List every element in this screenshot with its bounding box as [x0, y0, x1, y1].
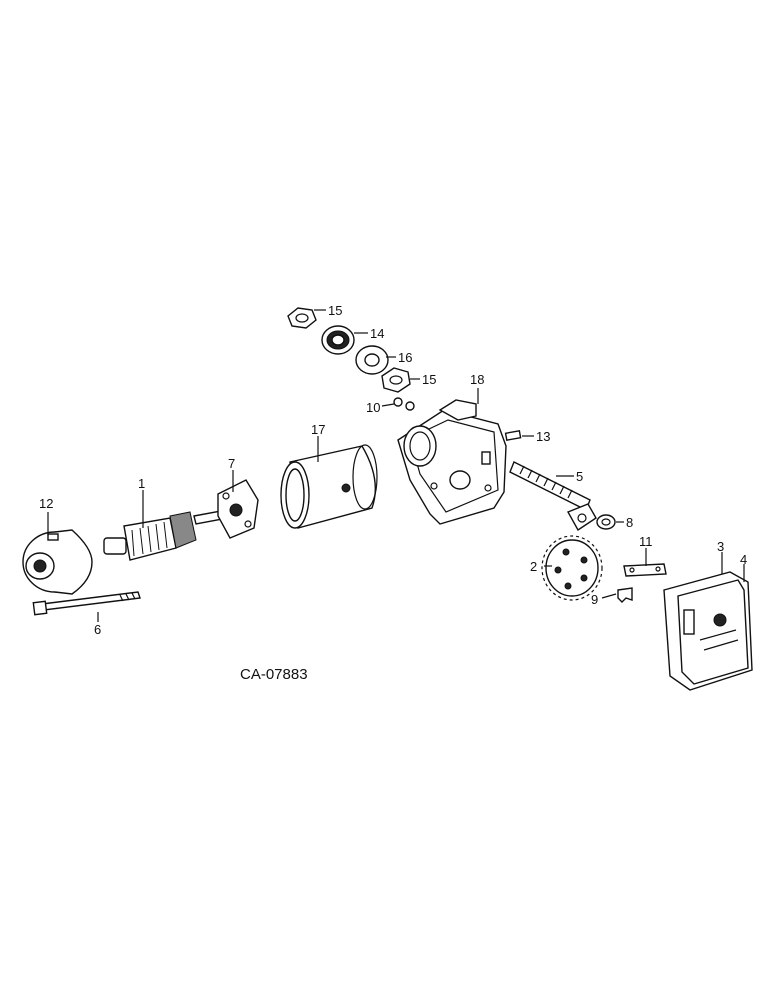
callout-2: 2: [530, 559, 537, 574]
part-seal: [321, 325, 355, 355]
part-field-frame: [280, 444, 378, 529]
callout-14: 14: [370, 326, 384, 341]
part-strap: [623, 563, 667, 577]
callout-6: 6: [94, 622, 101, 637]
callout-15-upper: 15: [328, 303, 342, 318]
callout-9: 9: [591, 592, 598, 607]
part-end-frame: [22, 529, 93, 595]
part-washer: [355, 345, 389, 375]
part-cover-gasket: [663, 571, 753, 691]
part-brush-plate: [217, 479, 259, 539]
callout-4: 4: [740, 552, 747, 567]
callout-1: 1: [138, 476, 145, 491]
part-small-nuts: [393, 397, 415, 411]
callout-15-lower: 15: [422, 372, 436, 387]
callout-3: 3: [717, 539, 724, 554]
callout-8: 8: [626, 515, 633, 530]
part-nut-upper: [287, 307, 317, 329]
drawing-code: CA-07883: [240, 666, 308, 683]
part-washer-small: [596, 514, 616, 530]
callout-labels: 1 2 3 4 5 6 7 8 9 10 11 12 13 14 15 15 1…: [39, 303, 747, 637]
leader-lines: [47, 309, 745, 622]
callout-10: 10: [366, 400, 380, 415]
callout-18: 18: [470, 372, 484, 387]
part-gear: [541, 535, 603, 601]
callout-16: 16: [398, 350, 412, 365]
callout-12: 12: [39, 496, 53, 511]
part-worm-shaft: [509, 461, 597, 532]
callout-11: 11: [639, 534, 653, 549]
part-through-bolt: [32, 591, 141, 616]
callout-7: 7: [228, 456, 235, 471]
part-gear-housing: [397, 399, 507, 525]
callout-5: 5: [576, 469, 583, 484]
part-armature: [103, 509, 229, 561]
callout-13: 13: [536, 429, 550, 444]
part-clip: [617, 587, 633, 603]
callout-17: 17: [311, 422, 325, 437]
part-set-screw: [504, 430, 522, 441]
part-nut-lower: [381, 367, 411, 393]
